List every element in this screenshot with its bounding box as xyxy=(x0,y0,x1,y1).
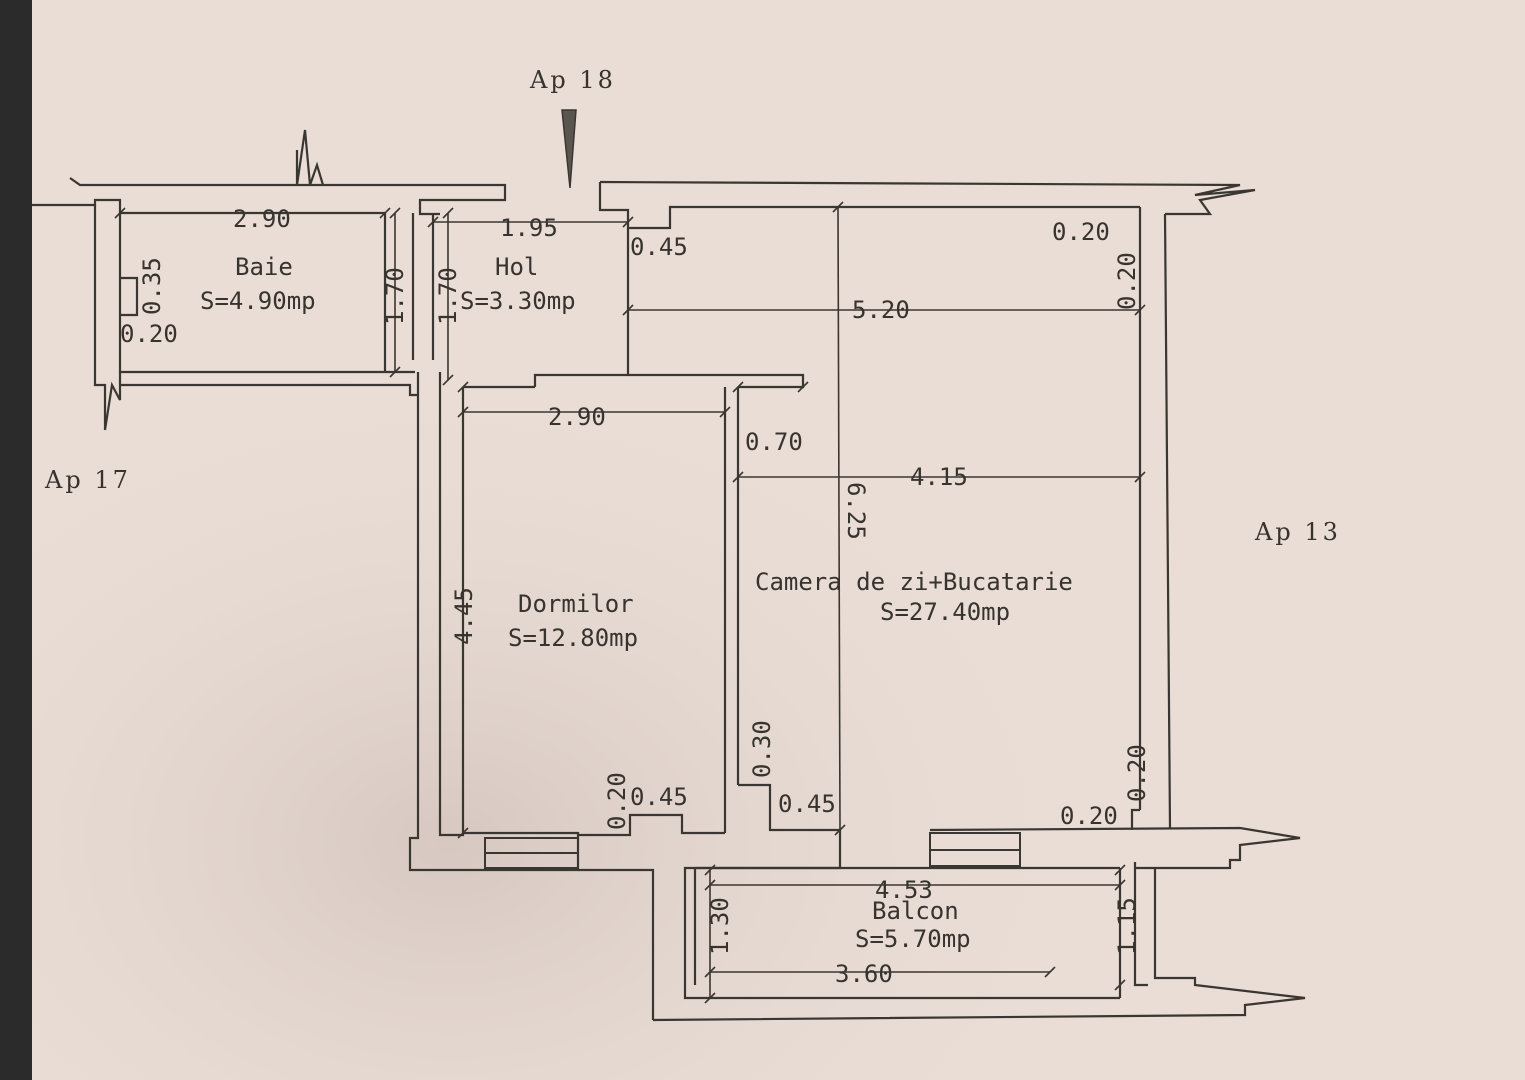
room-area-baie: S=4.90mp xyxy=(200,287,316,315)
east-wall-outer xyxy=(1163,213,1172,829)
dormitor-west-wall-a xyxy=(408,372,485,872)
dimension-lines xyxy=(120,206,1140,998)
room-area-camera: S=27.40mp xyxy=(880,598,1010,626)
label-ap-east: Ap 13 xyxy=(1254,518,1341,546)
label-ap-north: Ap 18 xyxy=(529,66,616,94)
room-name-camera: Camera de zi+Bucatarie xyxy=(755,568,1073,596)
dimension-labels: 2.90 1.95 0.45 5.20 0.20 0.20 0.35 0.20 … xyxy=(120,205,1151,988)
dimension-ticks xyxy=(114,201,1146,1004)
balcon-outer xyxy=(652,868,1306,1022)
south-wall-e xyxy=(929,826,1301,870)
living-west-pier xyxy=(738,783,840,832)
dim-hol-height: 1.70 xyxy=(434,267,462,325)
dim-balcon-height-right: 1.15 xyxy=(1113,897,1141,955)
north-wall-left xyxy=(69,177,507,216)
east-wall-corner xyxy=(1130,808,1140,830)
dim-living-bottom-right-b: 0.20 xyxy=(1060,802,1118,830)
south-wall-b xyxy=(578,813,725,837)
dim-dormitor-step: 0.70 xyxy=(745,428,803,456)
dim-balcon-height-left: 1.30 xyxy=(706,897,734,955)
room-name-hol: Hol xyxy=(495,253,538,281)
room-name-baie: Baie xyxy=(235,253,293,281)
dim-hol-width: 1.95 xyxy=(500,214,558,242)
baie-bottom-wall xyxy=(120,383,418,397)
dim-living-bottom-right-a: 0.20 xyxy=(1123,744,1151,802)
dim-living-height: 6.25 xyxy=(842,482,870,540)
dim-baie-niche-h: 0.35 xyxy=(138,257,166,315)
dim-baie-height: 1.70 xyxy=(381,267,409,325)
dim-dormitor-bottom-b: 0.45 xyxy=(630,783,688,811)
dim-hol-step: 0.45 xyxy=(630,233,688,261)
balcon-east-wall xyxy=(1133,862,1148,987)
dim-top-right-a: 0.20 xyxy=(1052,218,1110,246)
break-symbol-top xyxy=(295,129,325,186)
room-area-hol: S=3.30mp xyxy=(460,287,576,315)
label-ap-west: Ap 17 xyxy=(44,466,131,494)
dim-top-right-b: 0.20 xyxy=(1113,252,1141,310)
dim-baie-width: 2.90 xyxy=(233,205,291,233)
entry-arrow-icon xyxy=(561,109,577,189)
room-area-balcon: S=5.70mp xyxy=(855,925,971,953)
dim-dormitor-width: 2.90 xyxy=(548,403,606,431)
paper-shadow xyxy=(32,0,1525,1080)
dim-balcon-width: 4.53 xyxy=(875,876,933,904)
dim-top-width: 5.20 xyxy=(852,296,910,324)
room-name-dormitor: Dormilor xyxy=(518,590,634,618)
dim-dormitor-height: 4.45 xyxy=(450,587,478,645)
south-wall-d xyxy=(683,830,1120,1000)
baie-niche xyxy=(120,276,139,317)
dim-baie-niche-w: 0.20 xyxy=(120,320,178,348)
dim-living-bottom-b: 0.45 xyxy=(778,790,836,818)
windows xyxy=(484,832,1021,869)
dim-living-bottom-a: 0.30 xyxy=(748,720,776,778)
dim-living-width: 4.15 xyxy=(910,463,968,491)
west-wall xyxy=(93,205,415,431)
dim-balcon-inner: 3.60 xyxy=(835,960,893,988)
room-name-balcon: Balcon xyxy=(872,897,959,925)
south-wall-c xyxy=(578,868,655,1020)
room-area-dormitor: S=12.80mp xyxy=(508,624,638,652)
north-wall-right xyxy=(599,180,1256,216)
dim-dormitor-bottom-a: 0.20 xyxy=(603,772,631,830)
